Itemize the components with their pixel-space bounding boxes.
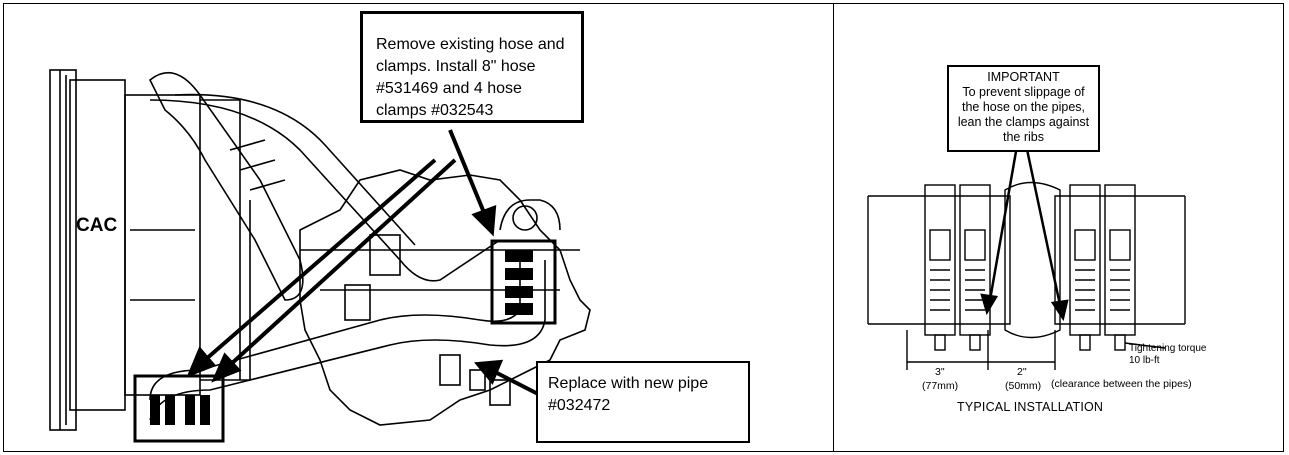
figure-frame [3,3,1284,452]
torque-line-1: Tightening torque [1129,343,1207,354]
torque-note: Tightening torque 10 lb-ft [1129,343,1206,367]
left-pipe [868,195,1011,325]
torque-line-2: 10 lb-ft [1129,355,1160,366]
clearance-note: (clearance between the pipes) [1051,378,1192,390]
important-callout: IMPORTANT To prevent slippage of the hos… [947,65,1100,152]
important-text: To prevent slippage of the hose on the p… [957,85,1090,144]
pipe-callout: Replace with new pipe #032472 [536,361,750,443]
dim-mid-inches: 2" [1017,366,1027,378]
turbo-elbow [499,199,561,231]
hose-callout-text: Remove existing hose and clamps. Install… [376,36,565,119]
pipe-callout-text: Replace with new pipe #032472 [548,375,709,414]
long-pipe [149,99,501,282]
installation-caption: TYPICAL INSTALLATION [957,400,1104,414]
cac-body [124,94,201,396]
panel-divider [833,3,834,452]
important-title: IMPORTANT [987,70,1060,84]
dim-mid-mm: (50mm) [1005,380,1042,392]
hose [1004,181,1061,339]
dim-left-mm: (77mm) [922,380,959,392]
hose-callout: Remove existing hose and clamps. Install… [360,11,584,123]
new-pipe [149,260,521,401]
upper-clamp-box [490,239,557,325]
upper-hose [148,71,304,301]
cac-core [49,69,77,431]
cac-tank [69,79,126,411]
dim-left-inches: 3" [935,366,945,378]
cac-label: CAC [76,215,118,236]
engine-block [299,169,591,426]
lower-clamp-box [133,374,225,443]
right-pipe [1054,195,1185,325]
